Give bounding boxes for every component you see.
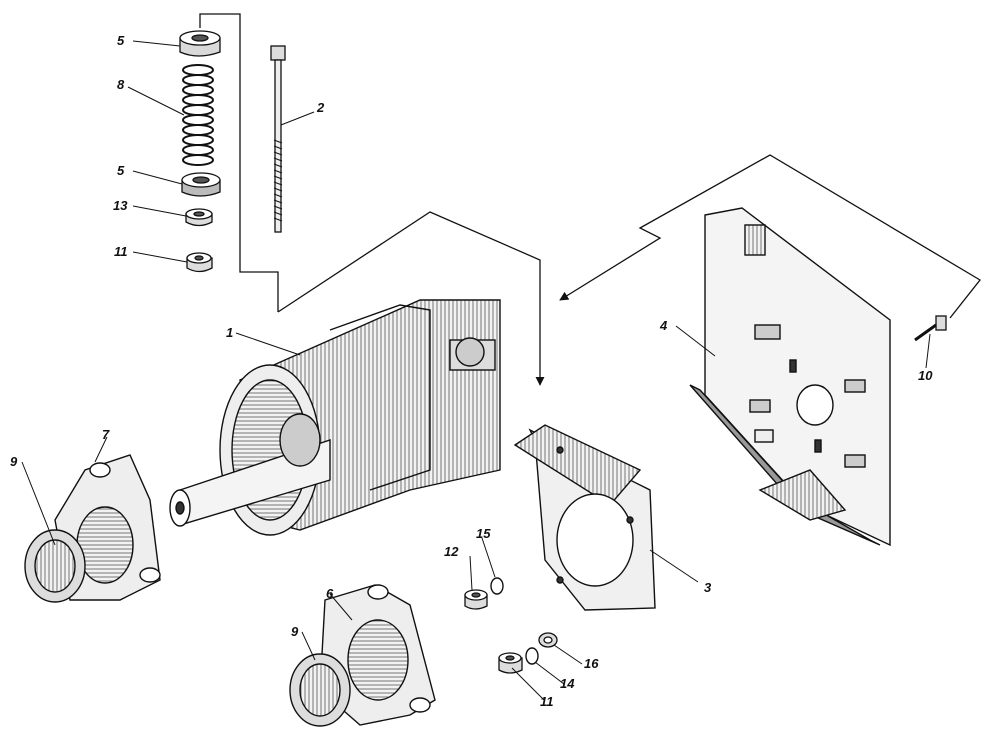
label-9-lower: 9 xyxy=(291,624,299,639)
bearing-9-left xyxy=(24,529,86,603)
rotor-assembly xyxy=(169,299,501,536)
bearing-9-lower xyxy=(289,653,351,727)
spring xyxy=(182,64,214,166)
label-14: 14 xyxy=(560,676,575,691)
assembly-guide-lines xyxy=(199,13,981,386)
label-7: 7 xyxy=(102,427,110,442)
mounting-plate-4 xyxy=(689,207,891,547)
part-labels: 5 8 5 13 11 2 1 9 7 4 10 12 15 3 6 9 11 … xyxy=(10,33,933,709)
mounting-bracket-3 xyxy=(513,424,656,611)
label-5-top: 5 xyxy=(117,33,125,48)
label-16: 16 xyxy=(584,656,599,671)
nut-12 xyxy=(464,589,488,610)
label-3: 3 xyxy=(704,580,712,595)
nut-top xyxy=(179,30,221,57)
nut-11-lower xyxy=(498,652,523,674)
label-13: 13 xyxy=(113,198,128,213)
label-10: 10 xyxy=(918,368,933,383)
label-5-lower: 5 xyxy=(117,163,125,178)
leader-lines xyxy=(21,40,931,701)
label-12: 12 xyxy=(444,544,459,559)
long-bolt xyxy=(270,45,286,233)
label-11-top: 11 xyxy=(114,244,128,259)
label-1: 1 xyxy=(226,325,233,340)
label-6: 6 xyxy=(326,586,334,601)
label-15: 15 xyxy=(476,526,491,541)
washer-16 xyxy=(538,632,558,648)
nut-lower xyxy=(181,172,221,197)
spring-washer-14 xyxy=(525,647,539,665)
spring-washer-15 xyxy=(490,577,504,595)
washer-13 xyxy=(185,208,213,227)
label-9-left: 9 xyxy=(10,454,18,469)
label-2: 2 xyxy=(316,100,325,115)
bolt-10 xyxy=(914,315,947,342)
label-8: 8 xyxy=(117,77,125,92)
nut-11-top xyxy=(186,252,213,273)
label-4: 4 xyxy=(659,318,668,333)
label-11-lower: 11 xyxy=(540,694,554,709)
